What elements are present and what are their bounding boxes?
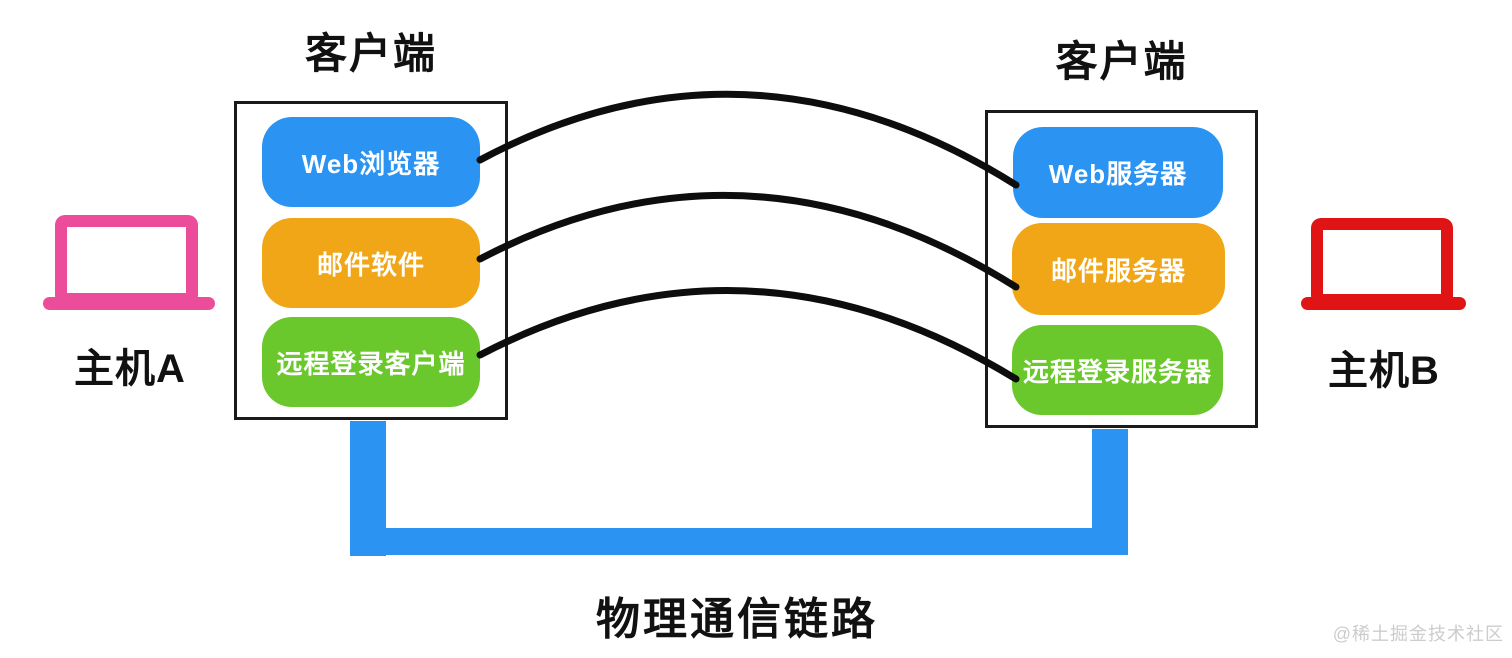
laptop-b-base [1301, 297, 1466, 310]
pill-web-server: Web服务器 [1013, 127, 1223, 218]
physical-link-label: 物理通信链路 [596, 595, 878, 644]
physical-link-right-segment [1092, 429, 1128, 555]
right-client-title: 客户端 [1055, 38, 1188, 85]
physical-link-bottom-segment [350, 528, 1128, 555]
pill-mail-server: 邮件服务器 [1012, 223, 1225, 315]
pill-mail-software: 邮件软件 [262, 218, 480, 308]
arc-remote-login-connection [476, 287, 1020, 383]
left-client-title: 客户端 [304, 30, 437, 77]
laptop-a-icon [55, 215, 198, 305]
pill-web-browser: Web浏览器 [262, 117, 480, 207]
watermark-text: @稀土掘金技术社区 [1332, 624, 1504, 644]
laptop-a-base [43, 297, 215, 310]
arc-web-connection [476, 90, 1020, 189]
arc-mail-connection [476, 191, 1020, 291]
pill-remote-login-server: 远程登录服务器 [1012, 325, 1223, 415]
pill-remote-login-client: 远程登录客户端 [262, 317, 480, 407]
host-a-label: 主机A [74, 347, 186, 391]
host-b-label: 主机B [1328, 349, 1440, 393]
laptop-b-icon [1311, 218, 1453, 306]
